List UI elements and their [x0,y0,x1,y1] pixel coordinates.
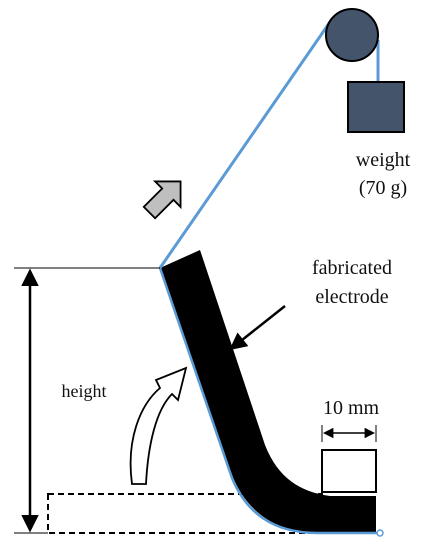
electrode-edge-line [158,267,380,535]
curved-arrow-icon [129,366,188,485]
pulley-icon [325,8,379,62]
height-label: height [62,381,107,401]
weight-block-icon [347,81,405,133]
block-arrow-icon [142,180,182,220]
electrode-pointer-arrow [229,305,286,351]
dimension-label: 10 mm [323,397,380,419]
weight-value-label: (70 g) [359,177,407,199]
string-end-dot [376,529,384,537]
bent-electrode [160,250,376,533]
pull-string [158,21,332,269]
clamp-block [321,449,377,493]
fabricated-label: fabricated [312,257,392,279]
weight-label: weight [356,149,411,171]
electrode-label: electrode [315,286,388,308]
